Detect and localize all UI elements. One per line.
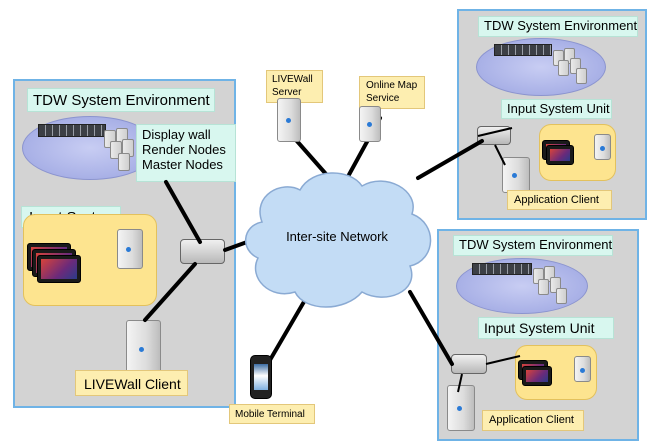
render-node-icon <box>570 58 581 74</box>
render-node-icon <box>558 60 569 76</box>
render-nodes-label: Render Nodes <box>142 141 226 157</box>
site-bottom-right-input-unit-label: Input System Unit <box>478 317 614 339</box>
display-wall-icon <box>494 44 552 56</box>
server-icon <box>447 385 475 431</box>
cloud-icon <box>244 172 432 308</box>
site-left-env-label: TDW System Environment <box>27 88 215 112</box>
render-node-icon <box>564 48 575 64</box>
tablet-icon <box>546 145 574 165</box>
online-map-line2: Service <box>366 92 400 104</box>
server-icon <box>117 229 143 269</box>
site-bottom-right-env-label: TDW System Environment <box>453 235 613 256</box>
site-left-nodes-label: Display wall Render Nodes Master Nodes <box>136 124 236 182</box>
phone-icon <box>250 355 272 399</box>
server-icon <box>359 106 381 142</box>
server-icon <box>277 98 301 142</box>
render-node-icon <box>118 153 130 171</box>
master-nodes-label: Master Nodes <box>142 156 223 172</box>
tablet-icon <box>37 255 81 283</box>
render-node-icon <box>544 266 555 282</box>
render-node-icon <box>576 68 587 84</box>
link-switch-to-client <box>143 262 197 322</box>
online-map-label: Online Map Service <box>359 76 425 109</box>
tablet-icon <box>522 366 552 386</box>
link-cloud-to-top-right <box>416 139 484 180</box>
livewall-server-line2: Server <box>272 86 302 98</box>
online-map-line1: Online Map <box>366 80 418 91</box>
render-node-icon <box>556 288 567 304</box>
display-wall-icon <box>472 263 532 275</box>
site-left-client-label: LIVEWall Client <box>75 370 188 396</box>
link-left-nodes-to-switch <box>164 180 202 244</box>
network-label: Inter-site Network <box>286 229 388 244</box>
site-top-right-input-unit-label: Input System Unit <box>501 99 612 119</box>
livewall-server-line1: LIVEWall <box>272 74 313 85</box>
server-icon <box>574 356 591 382</box>
render-node-icon <box>550 277 561 293</box>
link-cloud-to-bottom-right <box>408 290 454 366</box>
link-cloud-to-mobile <box>268 298 307 362</box>
mobile-terminal-label: Mobile Terminal <box>229 404 315 424</box>
site-top-right-env-label: TDW System Environment <box>478 16 638 37</box>
site-top-right-client-label: Application Client <box>507 190 612 210</box>
render-node-icon <box>538 279 549 295</box>
server-icon <box>594 134 611 160</box>
site-bottom-right-client-label: Application Client <box>482 410 584 431</box>
display-wall-label: Display wall <box>142 127 211 142</box>
